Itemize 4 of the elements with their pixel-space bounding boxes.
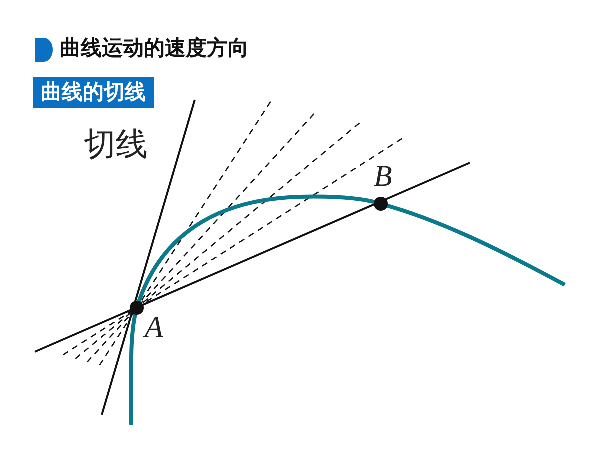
point-label: A — [145, 313, 164, 343]
title: 曲线运动的速度方向 — [60, 38, 249, 59]
section-banner: 曲线的切线 — [33, 77, 154, 108]
point-label: B — [374, 162, 392, 192]
